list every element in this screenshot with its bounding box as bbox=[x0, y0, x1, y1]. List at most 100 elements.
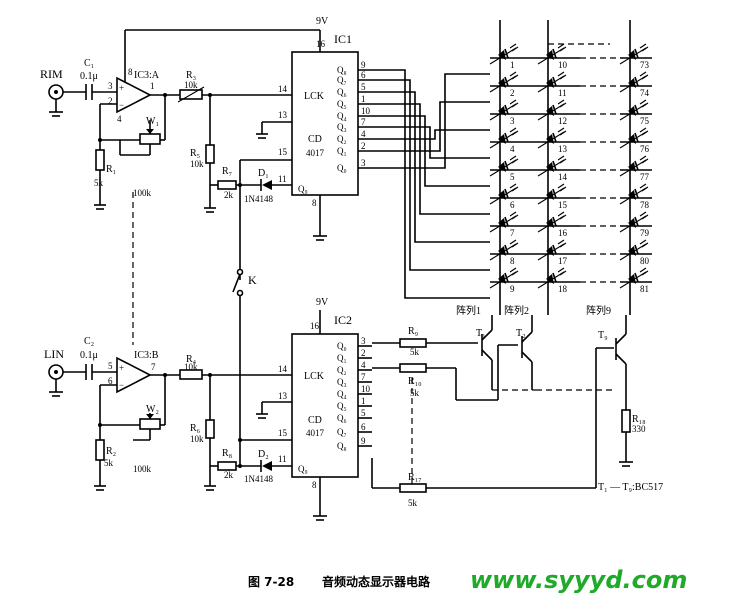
ic1-label: IC1 bbox=[334, 32, 352, 46]
led-number-label: 74 bbox=[640, 88, 650, 98]
ic1-output-wire bbox=[358, 101, 490, 152]
ic3a-pin8: 8 bbox=[128, 67, 133, 77]
ic2-output-pin-label: 5 bbox=[361, 408, 366, 418]
transistor-t1 bbox=[481, 315, 493, 390]
ic1-cd4017 bbox=[291, 51, 359, 196]
r4-label: R₄ bbox=[186, 354, 197, 365]
ic2-output-q-label: Q₆ bbox=[337, 413, 347, 423]
lin-label: LIN bbox=[44, 347, 64, 361]
ic2-output-pin-label: 6 bbox=[361, 422, 366, 432]
r1-label: R₁ bbox=[106, 164, 116, 175]
resistor-r9 bbox=[399, 338, 427, 348]
ic2-label: IC2 bbox=[334, 313, 352, 327]
ic1-pin14: 14 bbox=[278, 84, 288, 94]
ic1-output-q-label: Q₆ bbox=[337, 87, 347, 97]
transistor-t2 bbox=[521, 315, 533, 390]
led-number-label: 6 bbox=[510, 200, 515, 210]
led-column-label: 阵列2 bbox=[504, 304, 529, 317]
led-number-label: 18 bbox=[558, 284, 568, 294]
ic1-output-wire bbox=[358, 73, 490, 169]
w2-value: 100k bbox=[133, 464, 152, 474]
ic1-output-q-label: Q₅ bbox=[337, 99, 347, 109]
r6-value: 10k bbox=[190, 434, 204, 444]
ic2-pin14: 14 bbox=[278, 364, 288, 374]
d2-part: 1N4148 bbox=[244, 474, 273, 484]
led-column-label: 阵列9 bbox=[586, 304, 611, 317]
led-number-label: 12 bbox=[558, 116, 567, 126]
led-number-label: 4 bbox=[510, 144, 515, 154]
vcc-top-label: 9V bbox=[316, 16, 329, 27]
ic1-output-pin-label: 4 bbox=[361, 129, 366, 139]
resistor-r1 bbox=[95, 149, 105, 171]
left-input-jack bbox=[48, 364, 64, 397]
ic2-output-pin-label: 2 bbox=[361, 348, 366, 358]
figure-title: 音频动态显示器电路 bbox=[322, 574, 431, 589]
ic3a-pin1: 1 bbox=[150, 81, 155, 91]
ic2-lck: LCK bbox=[304, 371, 325, 382]
r5-value: 10k bbox=[190, 159, 204, 169]
led-number-label: 75 bbox=[640, 116, 650, 126]
ic1-output-q-label: Q₇ bbox=[337, 75, 347, 85]
r18-value: 330 bbox=[632, 424, 646, 434]
ic2-output-q-label: Q₀ bbox=[337, 341, 347, 351]
r8-value: 2k bbox=[224, 470, 234, 480]
led-number-label: 2 bbox=[510, 88, 515, 98]
ic2-output-pin-label: 1 bbox=[361, 396, 366, 406]
c1-label: C₁ bbox=[84, 58, 94, 69]
led-matrix: 123456789阵列1101112131415161718阵列27374757… bbox=[456, 20, 652, 317]
r2-value: 5k bbox=[104, 458, 114, 468]
r7-value: 2k bbox=[224, 190, 234, 200]
ic3b-pin7: 7 bbox=[151, 362, 156, 372]
ic2-cd4017 bbox=[291, 333, 359, 478]
resistor-r2 bbox=[95, 439, 105, 461]
w2-label: W₂ bbox=[146, 404, 159, 415]
led bbox=[537, 211, 567, 233]
ic3a-pin2: 2 bbox=[108, 96, 113, 106]
ic2-output-pin-label: 3 bbox=[361, 336, 366, 346]
ic1-output-pin-label: 6 bbox=[361, 70, 366, 80]
ic2-output-pin-label: 4 bbox=[361, 360, 366, 370]
ic1-output-wire bbox=[358, 126, 490, 159]
r4-value: 10k bbox=[184, 362, 198, 372]
ic1-pin16: 16 bbox=[316, 39, 326, 49]
r10-label: R₁₀ bbox=[408, 376, 422, 387]
ic3b-pin5: 5 bbox=[108, 361, 113, 371]
ic2-pin15: 15 bbox=[278, 428, 288, 438]
d2-label: D₂ bbox=[258, 449, 269, 460]
watermark: www.syyyd.com bbox=[470, 566, 687, 594]
ic1-output-pin-label: 9 bbox=[361, 60, 366, 70]
ic2-output-q-label: Q₂ bbox=[337, 365, 347, 375]
c2-label: C₂ bbox=[84, 336, 94, 347]
ic2-pin13: 13 bbox=[278, 391, 288, 401]
ic2-pin8: 8 bbox=[312, 480, 317, 490]
led-number-label: 76 bbox=[640, 144, 650, 154]
r1-value: 5k bbox=[94, 178, 104, 188]
capacitor-c1 bbox=[85, 84, 93, 100]
resistor-r5 bbox=[205, 144, 215, 164]
ic2-pin16: 16 bbox=[310, 321, 320, 331]
ic3b-label: IC3:B bbox=[134, 350, 159, 361]
ic2-output-q-label: Q₁ bbox=[337, 353, 347, 363]
resistor-r17 bbox=[399, 483, 427, 493]
ic1-pin11: 11 bbox=[278, 174, 287, 184]
switch-k bbox=[232, 273, 241, 293]
ic2-pin11: 11 bbox=[278, 454, 287, 464]
r10-value: 5k bbox=[410, 388, 420, 398]
ic2-output-pin-label: 9 bbox=[361, 436, 366, 446]
transistor-t9 bbox=[615, 315, 627, 410]
rim-label: RIM bbox=[40, 67, 63, 81]
ic1-output-q-label: Q₄ bbox=[337, 111, 347, 121]
led-number-label: 5 bbox=[510, 172, 515, 182]
resistor-r10 bbox=[399, 363, 427, 373]
t9-label: T₉ bbox=[598, 330, 608, 341]
diode-d2 bbox=[260, 460, 272, 472]
ic1-output-wire bbox=[358, 91, 490, 243]
opamp-ic3a: + − bbox=[116, 76, 152, 114]
ic1-pin15: 15 bbox=[278, 147, 288, 157]
ic1-cd: CD bbox=[308, 134, 322, 145]
r9-value: 5k bbox=[410, 347, 420, 357]
potentiometer-w2 bbox=[139, 413, 161, 430]
